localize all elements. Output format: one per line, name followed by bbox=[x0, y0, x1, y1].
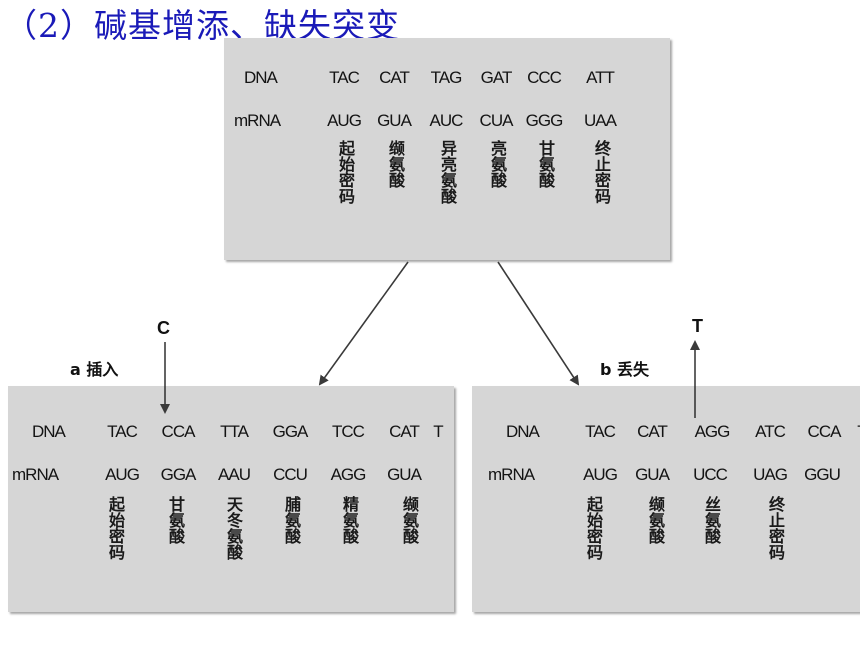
dna-codon: T bbox=[433, 422, 443, 441]
amino-acid-label: 起始密码 bbox=[584, 496, 603, 560]
mrna-codon: AAU bbox=[218, 465, 251, 484]
dna-codon: CCA bbox=[161, 422, 196, 441]
deleted-base: T bbox=[692, 316, 703, 336]
amino-acid-label: 起始密码 bbox=[106, 496, 125, 560]
amino-acid-label: 起始密码 bbox=[336, 140, 355, 204]
amino-acid-label: 亮氨酸 bbox=[488, 140, 507, 188]
mrna-codon: AUG bbox=[105, 465, 140, 484]
insertion-label: a 插入 bbox=[70, 360, 119, 379]
amino-acid-label: 精氨酸 bbox=[340, 496, 359, 544]
mrna-codon: GUA bbox=[387, 465, 422, 484]
amino-acid-label: 丝氨酸 bbox=[702, 496, 721, 544]
dna-codon: AGG bbox=[694, 422, 731, 441]
mrna-codon: UAA bbox=[584, 111, 617, 130]
amino-acid-label: 天冬氨酸 bbox=[224, 496, 243, 560]
amino-acid-label: 缬氨酸 bbox=[646, 496, 665, 544]
dna-codon: CCC bbox=[527, 68, 562, 87]
deletion-sequence-box: DNA mRNA TAC CAT AGG ATC CCA T AUG GUA U… bbox=[472, 386, 860, 612]
mrna-codon: UCC bbox=[693, 465, 728, 484]
dna-codon: CAT bbox=[389, 422, 420, 441]
mrna-codon: CUA bbox=[479, 111, 514, 130]
dna-label: DNA bbox=[32, 422, 66, 441]
mrna-label: mRNA bbox=[234, 111, 281, 130]
dna-label: DNA bbox=[506, 422, 540, 441]
right-branch-arrow bbox=[497, 261, 580, 386]
mrna-codon: AGG bbox=[330, 465, 367, 484]
dna-codon: CCA bbox=[807, 422, 842, 441]
dna-codon: ATT bbox=[586, 68, 615, 87]
amino-acid-label: 甘氨酸 bbox=[166, 496, 185, 544]
mrna-codon: AUG bbox=[583, 465, 618, 484]
dna-codon: TTA bbox=[220, 422, 249, 441]
dna-codon: TCC bbox=[332, 422, 365, 441]
original-sequence-box: DNA mRNA TAC CAT TAG GAT CCC ATT AUG GUA… bbox=[224, 38, 670, 260]
amino-acid-label: 甘氨酸 bbox=[536, 140, 555, 188]
dna-codon: TAG bbox=[430, 68, 463, 87]
dna-codon: T bbox=[836, 422, 860, 442]
deletion-label: b 丢失 bbox=[600, 360, 650, 379]
dna-label: DNA bbox=[244, 68, 278, 87]
mrna-codon: GGU bbox=[804, 465, 841, 484]
mrna-codon: GGG bbox=[525, 111, 564, 130]
dna-codon: TAC bbox=[585, 422, 616, 441]
amino-acid-label: 终止密码 bbox=[592, 140, 611, 204]
mrna-codon: AUC bbox=[429, 111, 464, 130]
mrna-codon: CCU bbox=[273, 465, 308, 484]
mrna-codon: UAG bbox=[753, 465, 788, 484]
amino-acid-label: 缬氨酸 bbox=[400, 496, 419, 544]
amino-acid-label: 缬氨酸 bbox=[386, 140, 405, 188]
dna-codon: GAT bbox=[480, 68, 513, 87]
mrna-label: mRNA bbox=[12, 465, 59, 484]
dna-codon: TAC bbox=[107, 422, 138, 441]
dna-codon: CAT bbox=[379, 68, 410, 87]
dna-codon: GGA bbox=[272, 422, 309, 441]
mrna-codon: GUA bbox=[377, 111, 412, 130]
amino-acid-label: 终止密码 bbox=[766, 496, 785, 560]
insertion-sequence-box: DNA mRNA TAC CCA TTA GGA TCC CAT T AUG G… bbox=[8, 386, 454, 612]
dna-codon: TAC bbox=[329, 68, 360, 87]
mrna-codon: AUG bbox=[327, 111, 362, 130]
inserted-base: C bbox=[157, 318, 170, 338]
amino-acid-label: 异亮氨酸 bbox=[438, 140, 457, 204]
mrna-codon: GUA bbox=[635, 465, 670, 484]
mrna-codon: GGA bbox=[160, 465, 197, 484]
amino-acid-label: 脯氨酸 bbox=[282, 496, 301, 544]
mrna-label: mRNA bbox=[488, 465, 535, 484]
dna-codon: CAT bbox=[637, 422, 668, 441]
left-branch-arrow bbox=[318, 261, 409, 386]
dna-codon: ATC bbox=[755, 422, 786, 441]
